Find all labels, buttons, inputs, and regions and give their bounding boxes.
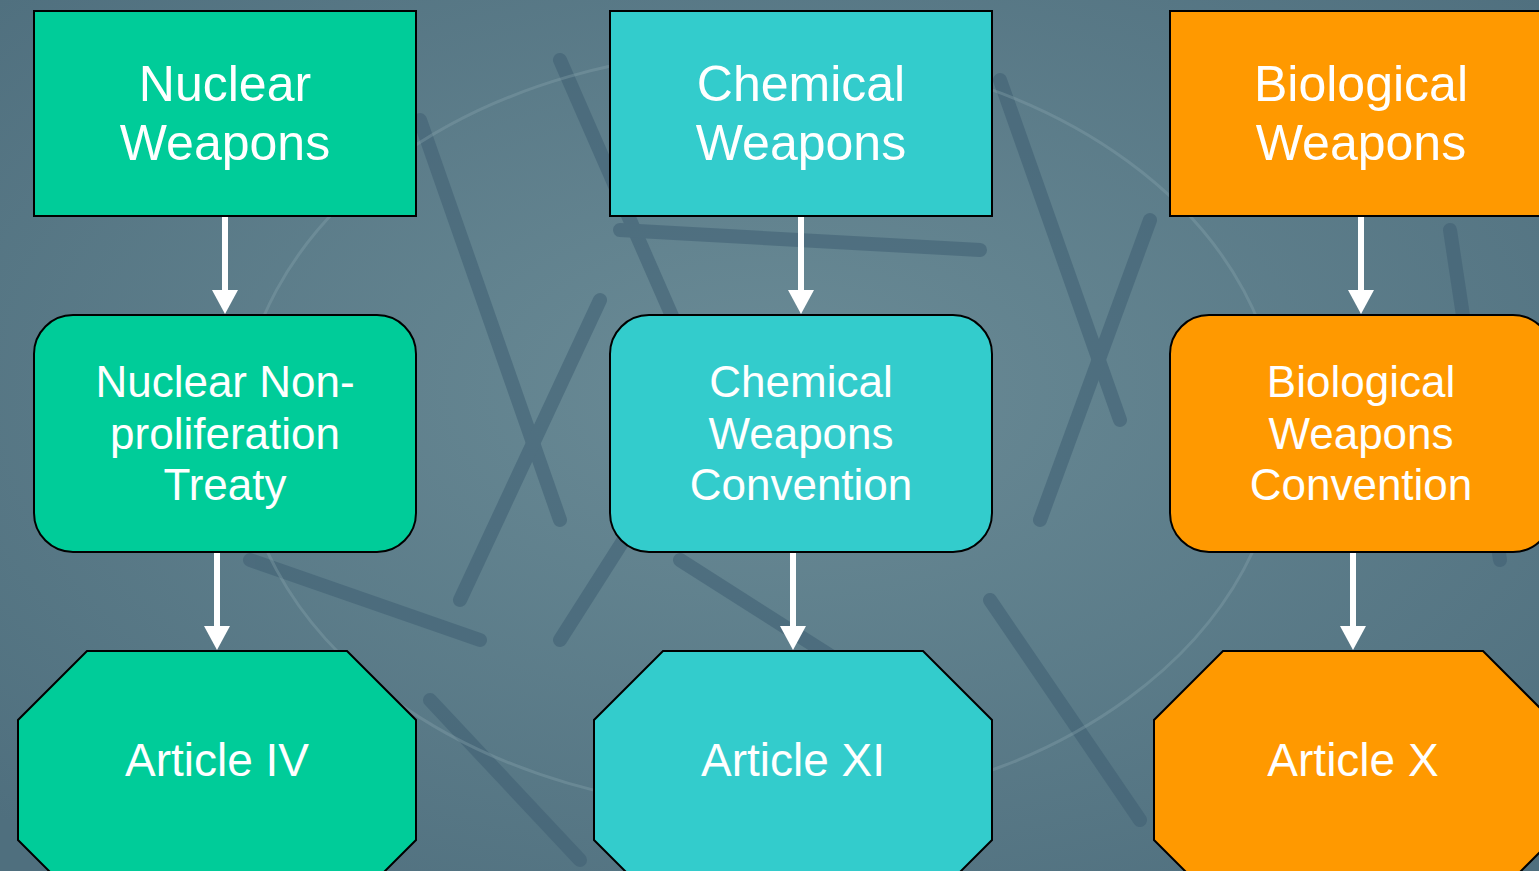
article-octagon: Article XI [593,650,993,871]
arrow-connector [204,553,230,650]
node-label: Biological Weapons Convention [1191,356,1531,512]
treaty-box: Biological Weapons Convention [1169,314,1539,553]
node-label: Biological Weapons [1191,55,1531,173]
arrow-connector [1340,553,1366,650]
weapon-box: Chemical Weapons [609,10,993,217]
treaty-box: Nuclear Non-proliferation Treaty [33,314,417,553]
arrow-connector [1348,217,1374,314]
arrow-connector [780,553,806,650]
node-label: Chemical Weapons Convention [631,356,971,512]
arrow-connector [788,217,814,314]
treaty-box: Chemical Weapons Convention [609,314,993,553]
node-label: Article XI [701,733,885,787]
article-octagon: Article X [1153,650,1539,871]
node-label: Chemical Weapons [631,55,971,173]
arrow-connector [212,217,238,314]
article-octagon: Article IV [17,650,417,871]
node-label: Article IV [125,733,309,787]
node-label: Nuclear Non-proliferation Treaty [55,356,395,512]
node-label: Nuclear Weapons [55,55,395,173]
weapon-box: Nuclear Weapons [33,10,417,217]
node-label: Article X [1267,733,1438,787]
weapon-box: Biological Weapons [1169,10,1539,217]
